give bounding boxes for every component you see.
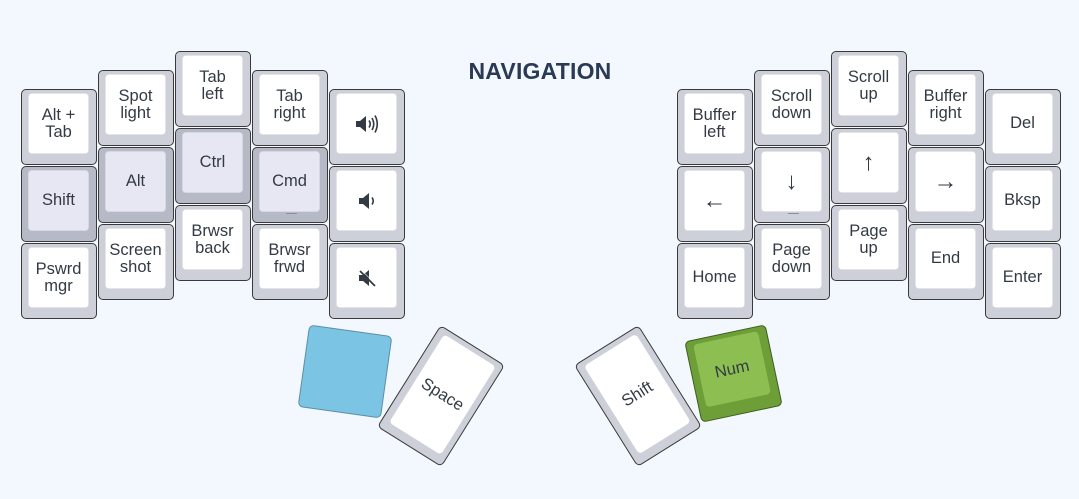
arrow-right-icon: → <box>933 167 958 195</box>
key-label: Alt + Tab <box>41 105 76 141</box>
key-label: Num <box>713 356 751 382</box>
key-browser-forward: Brwsr frwd <box>252 224 328 300</box>
key-ctrl: Ctrl <box>175 128 251 204</box>
key-label: Shift <box>618 377 656 410</box>
key-label: Scroll up <box>847 67 890 103</box>
key-label: End <box>930 249 961 267</box>
key-password-manager: Pswrd mgr <box>21 243 97 319</box>
arrow-left-icon: ← <box>702 186 727 214</box>
key-screenshot: Screen shot <box>98 224 174 300</box>
key-tab-right: Tab right <box>252 70 328 146</box>
key-label: Home <box>692 268 737 286</box>
key-label: Del <box>1010 114 1035 132</box>
key-mute <box>329 243 405 319</box>
key-buffer-right: Buffer right <box>908 70 984 146</box>
key-tab-left: Tab left <box>175 51 251 127</box>
key-cmd: Cmd <box>252 147 328 223</box>
key-label: Ctrl <box>199 153 226 171</box>
key-arrow-down: ↓ <box>754 147 830 223</box>
key-label: Buffer left <box>692 105 737 141</box>
key-label: Spot light <box>118 86 153 122</box>
key-label: Scroll down <box>770 86 813 122</box>
key-label: Page down <box>771 240 812 276</box>
key-label: Buffer right <box>923 86 968 122</box>
volume-down-icon <box>358 192 374 209</box>
key-scroll-down: Scroll down <box>754 70 830 146</box>
key-label: Brwsr back <box>191 221 234 257</box>
key-del: Del <box>985 89 1061 165</box>
key-shift: Shift <box>21 166 97 242</box>
thumb-layer-key-blue <box>297 324 393 419</box>
key-end: End <box>908 224 984 300</box>
key-enter: Enter <box>985 243 1061 319</box>
home-row-bump <box>286 212 297 214</box>
key-arrow-left: ← <box>677 166 753 242</box>
key-label: Shift <box>41 191 76 209</box>
key-bksp: Bksp <box>985 166 1061 242</box>
key-volume-up <box>329 89 405 165</box>
key-buffer-left: Buffer left <box>677 89 753 165</box>
key-volume-down <box>329 166 405 242</box>
key-alt-tab: Alt + Tab <box>21 89 97 165</box>
key-alt: Alt <box>98 147 174 223</box>
key-spotlight: Spot light <box>98 70 174 146</box>
key-home: Home <box>677 243 753 319</box>
key-label: Bksp <box>1004 191 1041 209</box>
key-label: Space <box>418 374 468 415</box>
thumb-shift: Shift <box>573 324 703 468</box>
key-label: Page up <box>849 221 888 257</box>
key-page-up: Page up <box>831 205 907 281</box>
key-label: Alt <box>125 172 146 190</box>
key-page-down: Page down <box>754 224 830 300</box>
key-label: Enter <box>1002 268 1043 286</box>
home-row-bump <box>788 212 799 214</box>
key-label: Cmd <box>272 172 307 190</box>
key-label: Tab left <box>199 67 226 103</box>
key-arrow-up: ↑ <box>831 128 907 204</box>
key-browser-back: Brwsr back <box>175 205 251 281</box>
key-label: Brwsr frwd <box>268 240 311 276</box>
mute-icon <box>358 269 376 287</box>
arrow-up-icon: ↑ <box>862 148 875 176</box>
volume-up-icon <box>355 114 378 133</box>
thumb-space: Space <box>376 324 506 468</box>
thumb-num-layer: Num <box>684 324 783 423</box>
key-arrow-right: → <box>908 147 984 223</box>
key-label: Screen shot <box>109 240 162 276</box>
layer-title: NAVIGATION <box>468 58 612 84</box>
key-label: Tab right <box>273 86 306 122</box>
key-label: Pswrd mgr <box>35 259 82 295</box>
key-scroll-up: Scroll up <box>831 51 907 127</box>
arrow-down-icon: ↓ <box>785 167 798 195</box>
